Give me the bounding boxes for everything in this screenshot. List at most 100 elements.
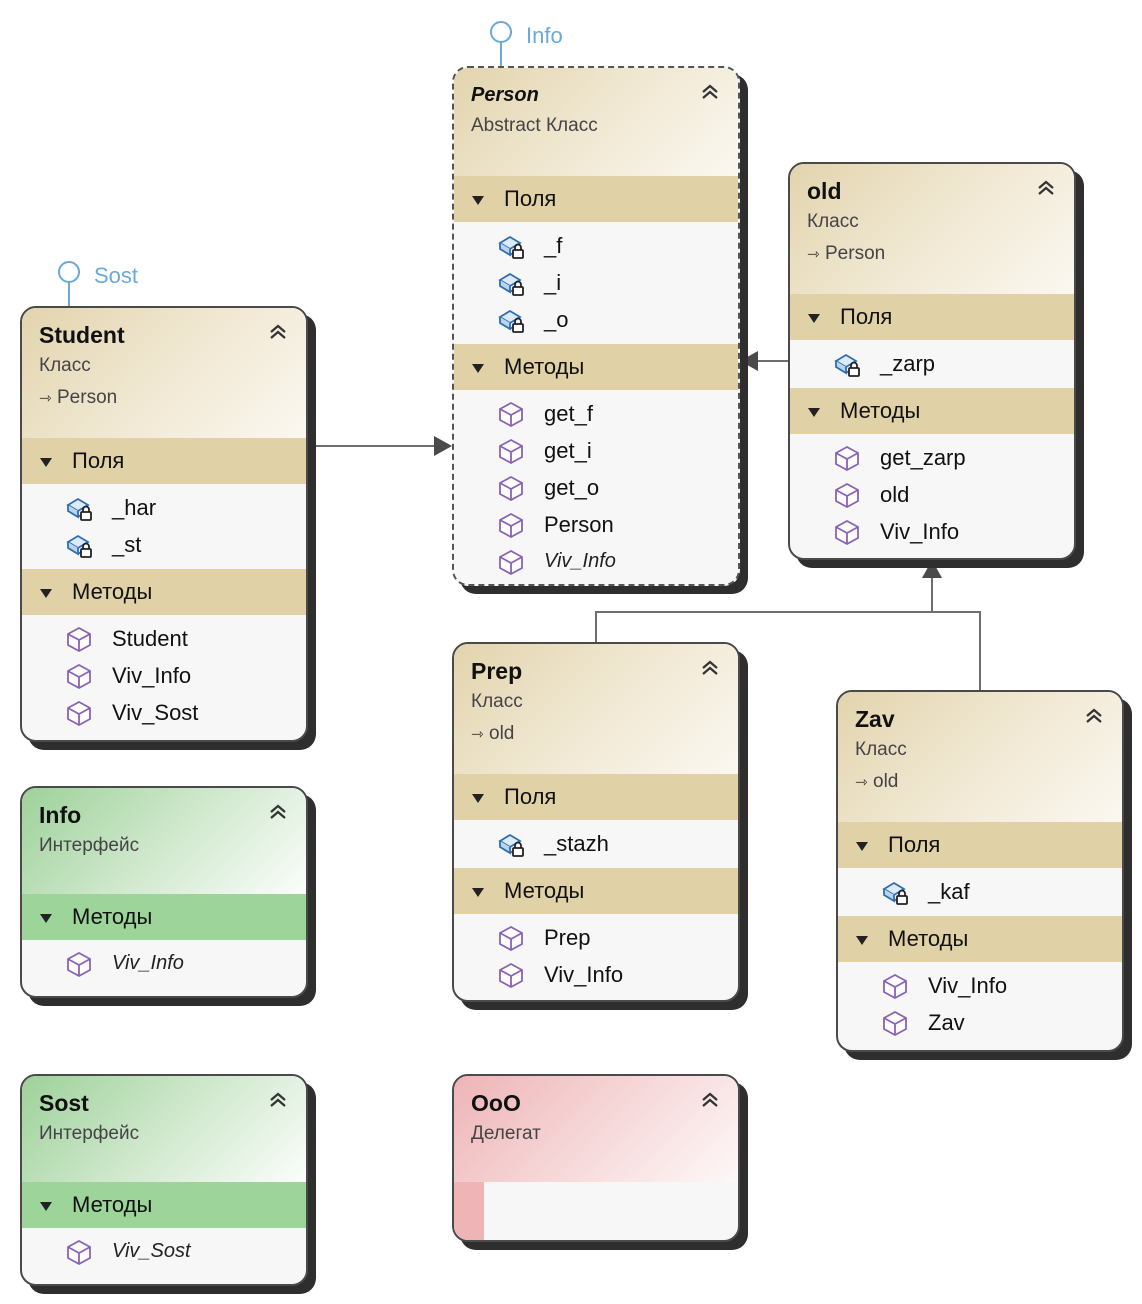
method-row[interactable]: Person bbox=[454, 506, 738, 543]
interface-name: Sost bbox=[39, 1090, 89, 1116]
methods-section-header[interactable]: Методы bbox=[454, 344, 738, 390]
field-row[interactable]: _stazh bbox=[454, 825, 738, 862]
section-label: Поля bbox=[840, 304, 893, 329]
methods-section-header[interactable]: Методы bbox=[454, 868, 738, 914]
class-name: Zav bbox=[855, 706, 895, 732]
collapse-icon[interactable] bbox=[1036, 178, 1056, 198]
fields-section-header[interactable]: Поля bbox=[454, 774, 738, 820]
base-class: ⇾old bbox=[471, 720, 720, 749]
method-row[interactable]: get_f bbox=[454, 395, 738, 432]
method-icon bbox=[499, 475, 523, 501]
class-kind: Класс bbox=[807, 211, 859, 232]
base-class: ⇾old bbox=[855, 768, 1104, 797]
expand-triangle-icon bbox=[856, 841, 868, 851]
method-row[interactable]: get_zarp bbox=[790, 439, 1074, 476]
field-row[interactable]: _st bbox=[22, 526, 306, 563]
field-row[interactable]: _i bbox=[454, 264, 738, 301]
delegate-box-ooo[interactable]: OoO Делегат bbox=[452, 1074, 740, 1242]
field-row[interactable]: _kaf bbox=[838, 873, 1122, 910]
method-name: Student bbox=[112, 625, 188, 651]
method-name: get_zarp bbox=[880, 444, 966, 470]
section-label: Методы bbox=[840, 398, 921, 423]
section-label: Методы bbox=[72, 1192, 153, 1217]
method-row[interactable]: Viv_Info bbox=[790, 513, 1074, 550]
private-field-icon bbox=[834, 353, 860, 377]
lollipop-label: Info bbox=[526, 23, 563, 48]
method-row[interactable]: get_i bbox=[454, 432, 738, 469]
interface-lollipop-icon bbox=[58, 261, 80, 306]
collapse-icon[interactable] bbox=[700, 1090, 720, 1110]
fields-section-header[interactable]: Поля bbox=[838, 822, 1122, 868]
method-name: Zav bbox=[928, 1009, 965, 1035]
method-row[interactable]: Viv_Sost bbox=[22, 694, 306, 731]
class-kind: Abstract Класс bbox=[471, 115, 598, 136]
section-label: Методы bbox=[72, 904, 153, 929]
method-row[interactable]: old bbox=[790, 476, 1074, 513]
expand-triangle-icon bbox=[40, 913, 52, 923]
method-row[interactable]: Viv_Info bbox=[22, 657, 306, 694]
method-row[interactable]: Viv_Sost bbox=[22, 1233, 306, 1270]
methods-section-header[interactable]: Методы bbox=[22, 894, 306, 940]
method-name: Viv_Info bbox=[928, 972, 1008, 998]
base-class: ⇾Person bbox=[807, 240, 1056, 269]
field-name: _zarp bbox=[880, 350, 936, 376]
fields-section-header[interactable]: Поля bbox=[454, 176, 738, 222]
collapse-icon[interactable] bbox=[1084, 706, 1104, 726]
class-box-student[interactable]: Student Класс ⇾Person Поля _har_st Метод… bbox=[20, 306, 308, 742]
base-class-label: Person bbox=[825, 243, 886, 264]
method-row[interactable]: get_o bbox=[454, 469, 738, 506]
private-field-icon bbox=[498, 833, 524, 857]
method-row[interactable]: Viv_Info bbox=[454, 956, 738, 993]
method-row[interactable]: Viv_Info bbox=[22, 945, 306, 982]
private-field-icon bbox=[498, 235, 524, 259]
delegate-strip bbox=[454, 1182, 484, 1240]
methods-list: Viv_Sost bbox=[22, 1228, 306, 1276]
collapse-icon[interactable] bbox=[700, 658, 720, 678]
delegate-body bbox=[454, 1182, 738, 1240]
method-name: Viv_Sost bbox=[112, 699, 199, 725]
collapse-icon[interactable] bbox=[700, 82, 720, 102]
method-row[interactable]: Viv_Info bbox=[838, 967, 1122, 1004]
method-icon bbox=[499, 925, 523, 951]
collapse-icon[interactable] bbox=[268, 1090, 288, 1110]
expand-triangle-icon bbox=[40, 457, 52, 467]
fields-list: _zarp bbox=[790, 340, 1074, 388]
method-icon bbox=[883, 973, 907, 999]
section-label: Методы bbox=[504, 354, 585, 379]
field-row[interactable]: _o bbox=[454, 301, 738, 338]
method-icon bbox=[499, 549, 523, 575]
method-icon bbox=[835, 445, 859, 471]
methods-section-header[interactable]: Методы bbox=[790, 388, 1074, 434]
method-row[interactable]: Zav bbox=[838, 1004, 1122, 1041]
collapse-icon[interactable] bbox=[268, 322, 288, 342]
methods-section-header[interactable]: Методы bbox=[22, 1182, 306, 1228]
collapse-icon[interactable] bbox=[268, 802, 288, 822]
interface-box-sost[interactable]: Sost Интерфейс Методы Viv_Sost bbox=[20, 1074, 308, 1286]
method-row[interactable]: Prep bbox=[454, 919, 738, 956]
method-row[interactable]: Viv_Info bbox=[454, 543, 738, 580]
fields-section-header[interactable]: Поля bbox=[22, 438, 306, 484]
class-kind: Класс bbox=[39, 355, 91, 376]
field-row[interactable]: _har bbox=[22, 489, 306, 526]
field-name: _stazh bbox=[544, 830, 609, 856]
expand-triangle-icon bbox=[856, 935, 868, 945]
method-name: get_i bbox=[544, 437, 592, 463]
method-icon bbox=[67, 663, 91, 689]
base-class-label: old bbox=[489, 723, 515, 744]
methods-section-header[interactable]: Методы bbox=[838, 916, 1122, 962]
fields-section-header[interactable]: Поля bbox=[790, 294, 1074, 340]
field-row[interactable]: _f bbox=[454, 227, 738, 264]
prep-zav-old-line bbox=[595, 611, 981, 690]
methods-section-header[interactable]: Методы bbox=[22, 569, 306, 615]
field-row[interactable]: _zarp bbox=[790, 345, 1074, 382]
method-icon bbox=[835, 482, 859, 508]
class-box-zav[interactable]: Zav Класс ⇾old Поля _kaf Методы Viv_Info… bbox=[836, 690, 1124, 1052]
class-box-person[interactable]: Person Abstract Класс Поля _f_i _o Методы… bbox=[452, 66, 740, 586]
class-box-old[interactable]: old Класс ⇾Person Поля _zarp Методы get_… bbox=[788, 162, 1076, 560]
method-row[interactable]: Student bbox=[22, 620, 306, 657]
field-name: _o bbox=[544, 306, 569, 332]
field-name: _har bbox=[112, 494, 157, 520]
interface-box-info[interactable]: Info Интерфейс Методы Viv_Info bbox=[20, 786, 308, 998]
